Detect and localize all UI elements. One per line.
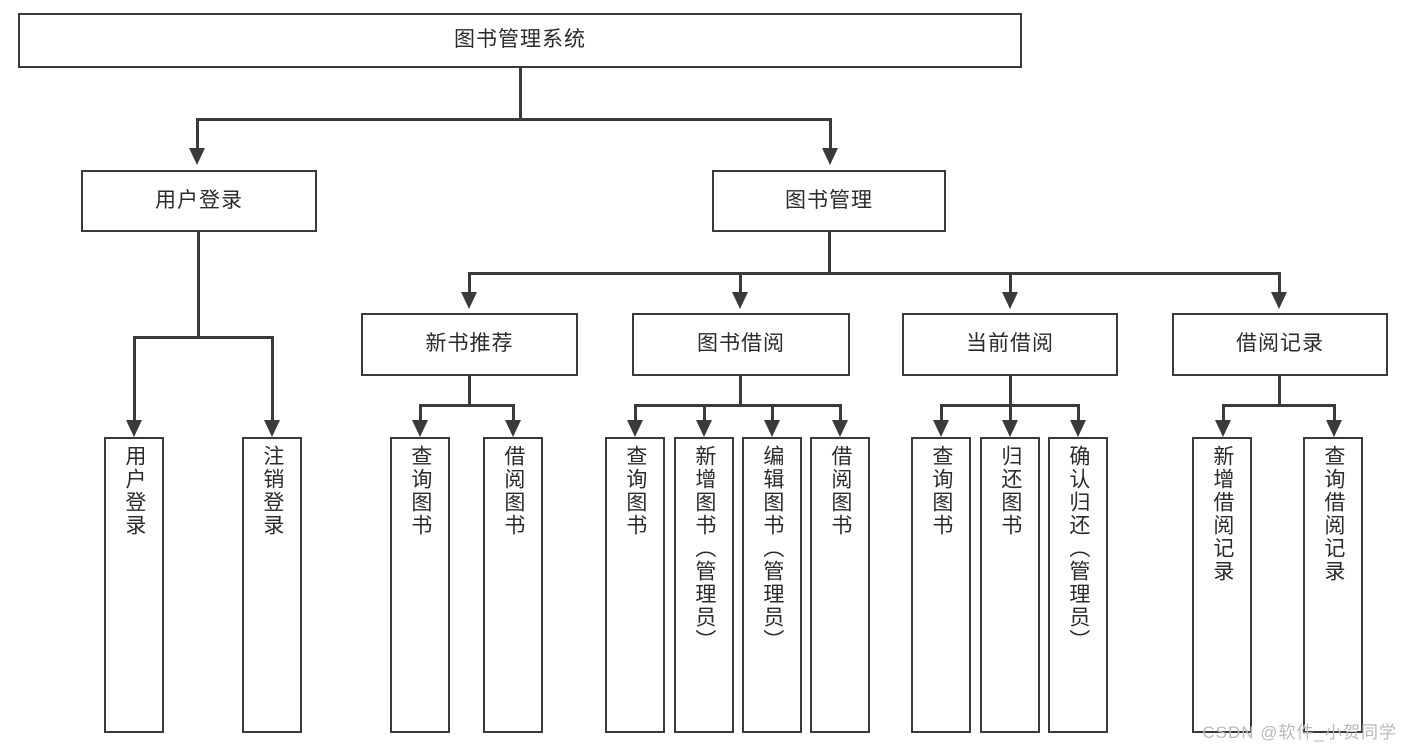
- node-root-system[interactable]: 图书管理系统: [18, 13, 1022, 68]
- leaf-query-book-3[interactable]: 查询图书: [911, 437, 971, 733]
- connector-book-borrow-leaf2: [703, 404, 706, 420]
- connector-book-borrow-leaf4: [839, 404, 842, 420]
- leaf-label: 归还图书: [998, 445, 1022, 537]
- node-borrow-record[interactable]: 借阅记录: [1172, 313, 1388, 376]
- connector-root-stem: [519, 68, 522, 120]
- connector-book-manage-stem: [828, 232, 831, 275]
- connector-current-borrow-leaf1: [940, 404, 943, 420]
- connector-current-borrow-leaf2: [1009, 404, 1012, 420]
- node-label: 当前借阅: [966, 332, 1054, 356]
- leaf-label: 借阅图书: [501, 445, 525, 537]
- leaf-borrow-book-2[interactable]: 借阅图书: [810, 437, 870, 733]
- csdn-watermark: CSDN @软件_小贺同学: [1202, 723, 1397, 742]
- connector-bm-to-borrow-record: [1278, 272, 1281, 292]
- node-user-login[interactable]: 用户登录: [81, 170, 317, 232]
- arrow-current-borrow-leaf1: [933, 420, 949, 437]
- node-label: 图书管理系统: [454, 28, 586, 52]
- connector-new-book-leaf2: [512, 404, 515, 420]
- node-book-manage[interactable]: 图书管理: [712, 170, 946, 232]
- arrow-bm-to-new-book: [461, 292, 477, 309]
- connector-user-login-leaf2: [271, 336, 274, 420]
- leaf-label: 查询图书: [929, 445, 953, 537]
- arrow-borrow-record-leaf1: [1215, 420, 1231, 437]
- arrow-current-borrow-leaf3: [1070, 420, 1086, 437]
- arrow-borrow-record-leaf2: [1326, 420, 1342, 437]
- leaf-label: 借阅图书: [828, 445, 852, 537]
- node-label: 借阅记录: [1236, 332, 1324, 356]
- leaf-label: 新增借阅记录: [1210, 445, 1234, 583]
- leaf-borrow-book-1[interactable]: 借阅图书: [483, 437, 543, 733]
- arrow-new-book-leaf1: [412, 420, 428, 437]
- connector-bm-to-new-book: [468, 272, 471, 292]
- arrow-book-borrow-leaf3: [764, 420, 780, 437]
- leaf-add-book[interactable]: 新增图书（管理员）: [674, 437, 734, 733]
- connector-current-borrow-leaf3: [1077, 404, 1080, 420]
- connector-bm-to-book-borrow: [739, 272, 742, 292]
- connector-book-borrow-leaf1: [634, 404, 637, 420]
- connector-root-to-book-manage: [829, 118, 832, 148]
- connector-book-borrow-stem: [739, 376, 742, 407]
- node-book-borrow[interactable]: 图书借阅: [632, 313, 850, 376]
- leaf-label: 查询借阅记录: [1321, 445, 1345, 583]
- node-current-borrow[interactable]: 当前借阅: [902, 313, 1118, 376]
- leaf-edit-book[interactable]: 编辑图书（管理员）: [742, 437, 802, 733]
- arrow-book-borrow-leaf1: [627, 420, 643, 437]
- leaf-user-login[interactable]: 用户登录: [104, 437, 164, 733]
- arrow-book-borrow-leaf4: [832, 420, 848, 437]
- connector-root-bus: [196, 118, 832, 121]
- connector-user-login-leaf1: [133, 336, 136, 420]
- node-new-book-recommend[interactable]: 新书推荐: [361, 313, 578, 376]
- connector-root-to-user-login: [196, 118, 199, 148]
- connector-new-book-leaf1: [419, 404, 422, 420]
- arrow-new-book-leaf2: [505, 420, 521, 437]
- connector-book-borrow-bus: [634, 404, 840, 407]
- connector-new-book-bus: [419, 404, 515, 407]
- arrow-current-borrow-leaf2: [1002, 420, 1018, 437]
- connector-new-book-stem: [468, 376, 471, 407]
- connector-user-login-bus: [133, 336, 274, 339]
- connector-borrow-record-stem: [1278, 376, 1281, 407]
- node-label: 图书管理: [785, 188, 873, 212]
- leaf-label: 用户登录: [122, 445, 146, 537]
- arrow-root-to-user-login: [189, 148, 205, 165]
- connector-current-borrow-stem: [1009, 376, 1012, 407]
- leaf-confirm-return[interactable]: 确认归还（管理员）: [1048, 437, 1108, 733]
- arrow-book-borrow-leaf2: [696, 420, 712, 437]
- arrow-bm-to-current-borrow: [1002, 292, 1018, 309]
- leaf-label: 编辑图书（管理员）: [760, 445, 784, 652]
- leaf-label: 确认归还（管理员）: [1066, 445, 1090, 652]
- arrow-bm-to-book-borrow: [732, 292, 748, 309]
- connector-bm-to-current-borrow: [1009, 272, 1012, 292]
- leaf-label: 新增图书（管理员）: [692, 445, 716, 652]
- leaf-label: 注销登录: [260, 445, 284, 537]
- leaf-query-book-1[interactable]: 查询图书: [390, 437, 450, 733]
- leaf-query-record[interactable]: 查询借阅记录: [1303, 437, 1363, 733]
- node-label: 用户登录: [155, 188, 243, 212]
- node-label: 新书推荐: [425, 332, 514, 356]
- connector-borrow-record-bus: [1222, 404, 1336, 407]
- connector-borrow-record-leaf2: [1333, 404, 1336, 420]
- connector-user-login-stem: [197, 232, 200, 339]
- leaf-query-book-2[interactable]: 查询图书: [605, 437, 665, 733]
- arrow-root-to-book-manage: [822, 148, 838, 165]
- leaf-return-book[interactable]: 归还图书: [980, 437, 1040, 733]
- node-label: 图书借阅: [697, 332, 785, 356]
- leaf-add-record[interactable]: 新增借阅记录: [1192, 437, 1252, 733]
- leaf-user-logout[interactable]: 注销登录: [242, 437, 302, 733]
- connector-book-manage-bus: [468, 272, 1281, 275]
- leaf-label: 查询图书: [408, 445, 432, 537]
- connector-borrow-record-leaf1: [1222, 404, 1225, 420]
- leaf-label: 查询图书: [623, 445, 647, 537]
- arrow-user-login-leaf1: [126, 420, 142, 437]
- arrow-bm-to-borrow-record: [1271, 292, 1287, 309]
- arrow-user-login-leaf2: [264, 420, 280, 437]
- connector-book-borrow-leaf3: [771, 404, 774, 420]
